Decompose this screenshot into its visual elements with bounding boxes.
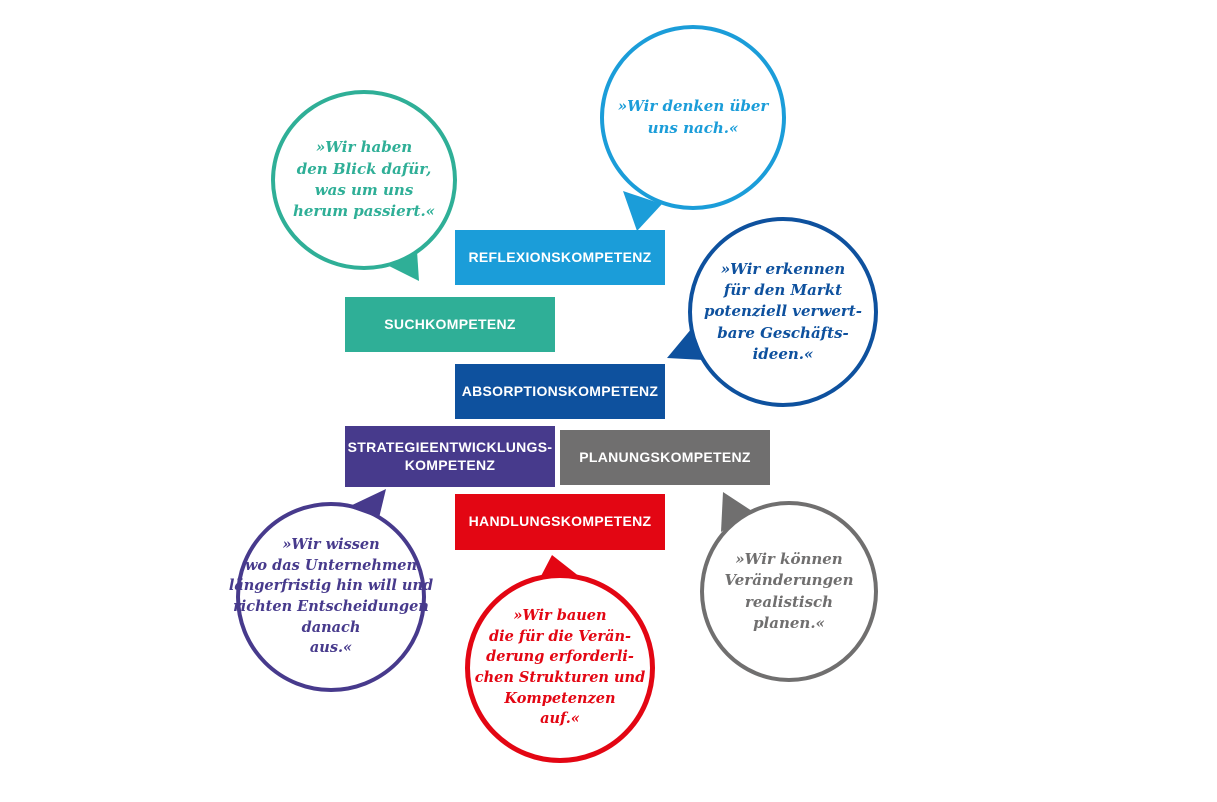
speech-bubble-strategieentwicklungskompetenz-text: »Wir wissen wo das Unternehmen längerfri… xyxy=(228,536,434,657)
speech-bubble-absorptionskompetenz-text: »Wir erkennen für den Markt potenziell v… xyxy=(704,259,862,363)
bar-handlungskompetenz-label: HANDLUNGSKOMPETENZ xyxy=(468,513,652,530)
bar-planungskompetenz: PLANUNGSKOMPETENZ xyxy=(560,430,770,485)
bar-strategieentwicklungskompetenz-label: STRATEGIEENTWICKLUNGS- KOMPETENZ xyxy=(347,439,553,473)
bar-strategieentwicklungskompetenz: STRATEGIEENTWICKLUNGS- KOMPETENZ xyxy=(345,426,555,487)
bar-suchkompetenz-label: SUCHKOMPETENZ xyxy=(384,315,516,332)
speech-bubble-planungskompetenz-text: »Wir können Veränderungen realistisch pl… xyxy=(724,549,854,632)
speech-bubble-suchkompetenz-text: »Wir haben den Blick dafür, was um uns h… xyxy=(292,138,436,221)
speech-bubble-handlungskompetenz-text: »Wir bauen die für die Verän- derung erf… xyxy=(474,607,646,728)
speech-bubble-handlungskompetenz: »Wir bauen die für die Verän- derung erf… xyxy=(465,573,655,763)
speech-bubble-absorptionskompetenz: »Wir erkennen für den Markt potenziell v… xyxy=(688,217,878,407)
bar-handlungskompetenz: HANDLUNGSKOMPETENZ xyxy=(455,494,665,550)
bar-planungskompetenz-label: PLANUNGSKOMPETENZ xyxy=(579,448,751,465)
bar-absorptionskompetenz-label: ABSORPTIONSKOMPETENZ xyxy=(461,382,659,399)
speech-bubble-suchkompetenz: »Wir haben den Blick dafür, was um uns h… xyxy=(271,90,457,270)
bar-reflexionskompetenz: REFLEXIONSKOMPETENZ xyxy=(455,230,665,285)
bar-absorptionskompetenz: ABSORPTIONSKOMPETENZ xyxy=(455,364,665,419)
speech-bubble-reflexionskompetenz: »Wir denken über uns nach.« xyxy=(600,25,786,210)
speech-bubble-strategieentwicklungskompetenz: »Wir wissen wo das Unternehmen längerfri… xyxy=(229,502,433,692)
speech-bubble-planungskompetenz: »Wir können Veränderungen realistisch pl… xyxy=(700,501,878,682)
bar-suchkompetenz: SUCHKOMPETENZ xyxy=(345,297,555,352)
bar-reflexionskompetenz-label: REFLEXIONSKOMPETENZ xyxy=(468,248,652,265)
speech-bubble-reflexionskompetenz-text: »Wir denken über uns nach.« xyxy=(617,97,769,137)
